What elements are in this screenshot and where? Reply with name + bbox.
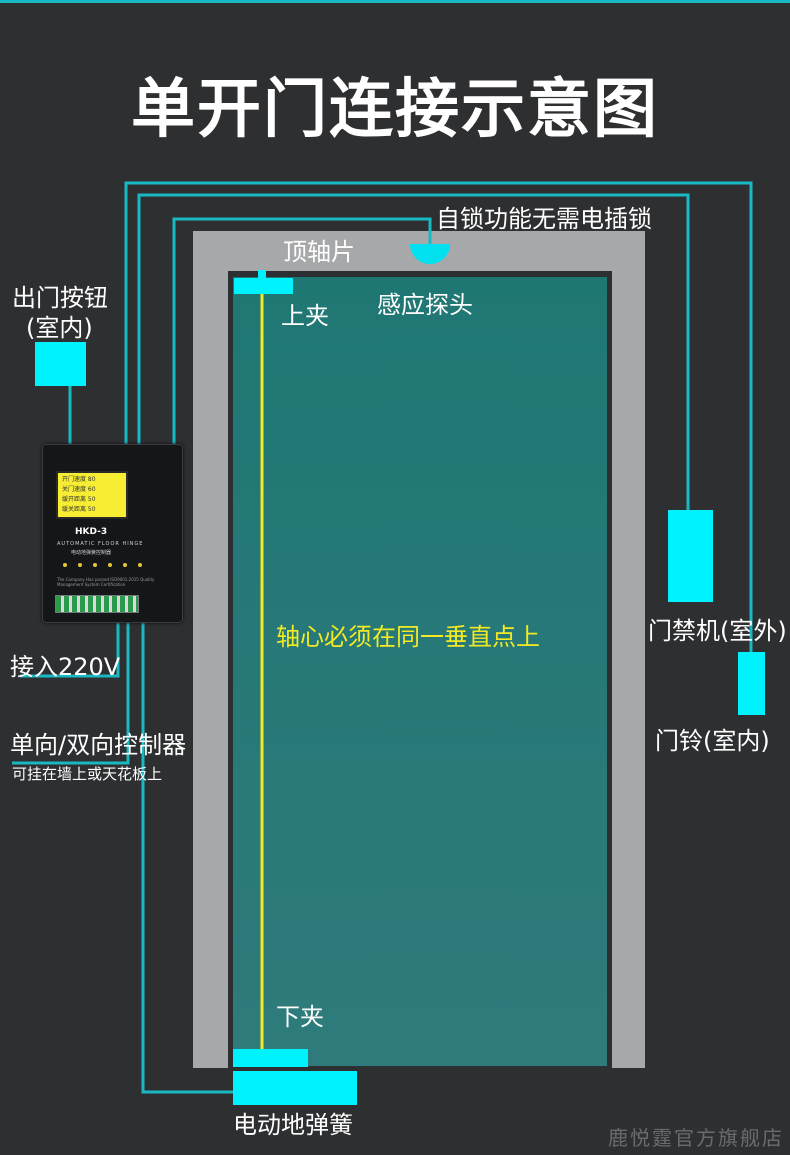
axis-note-label: 轴心必须在同一垂直点上 [276,623,540,651]
top-pivot-label: 顶轴片 [283,238,355,266]
sensor-label: 感应探头 [377,291,473,319]
bottom-clamp [233,1049,308,1067]
door-panel [233,277,607,1066]
controller-cert-text: The Company Has passed ISO9001:2015 Qual… [57,577,155,587]
controller-subtitle-cn: 电动地弹簧控制器 [71,550,112,556]
lcd-line: 缓开距离 50 [62,496,96,503]
led [78,563,82,567]
wire-doorbell [124,181,753,655]
wires [12,181,753,1094]
lcd-line: 关门速度 60 [62,486,96,493]
lcd-line: 缓关距离 50 [62,506,96,513]
controller-leds [63,563,142,567]
controller-device: 开门速度 80 关门速度 60 缓开距离 50 缓关距离 50 HKD-3 AU… [42,444,183,623]
upper-clamp-label: 上夹 [281,302,329,330]
sensor-dome-cap [410,244,450,264]
led [93,563,97,567]
led [108,563,112,567]
diagram-title: 单开门连接示意图 [131,73,659,147]
top-pivot-bar [258,270,266,280]
exit-button-box [35,342,86,386]
exit-button-label: 出门按钮 [12,284,108,312]
access-control-box [668,510,713,602]
lcd-line: 开门速度 80 [62,476,96,483]
floor-spring-box [233,1071,357,1105]
wire-floor-spring [141,621,233,1094]
lower-clamp-label: 下夹 [276,1003,324,1031]
power-label: 接入220V [10,653,121,681]
wire-controller-label [12,621,130,765]
controller-sublabel: 可挂在墙上或天花板上 [12,765,163,783]
terminal-block [55,595,139,613]
led [63,563,67,567]
led [123,563,127,567]
doorbell-label: 门铃(室内) [655,727,770,755]
self-lock-label: 自锁功能无需电插锁 [436,205,652,233]
controller-lcd: 开门速度 80 关门速度 60 缓开距离 50 缓关距离 50 [56,471,128,519]
top-pivot-plate [234,278,293,294]
access-control-label: 门禁机(室外) [648,617,787,645]
controller-model: HKD-3 [75,527,108,537]
wire-sensor [172,217,432,444]
wire-access-control [137,193,690,512]
floor-spring-label: 电动地弹簧 [233,1111,353,1139]
wire-power [20,621,120,678]
doorbell-box [738,652,765,715]
top-accent-line [0,0,790,3]
controller-label: 单向/双向控制器 [10,731,187,759]
exit-button-sublabel: (室内) [26,314,93,342]
store-watermark: 鹿悦霆官方旗舰店 [608,1126,784,1150]
led [138,563,142,567]
controller-subtitle: AUTOMATIC FLOOR HINGE [57,541,144,547]
